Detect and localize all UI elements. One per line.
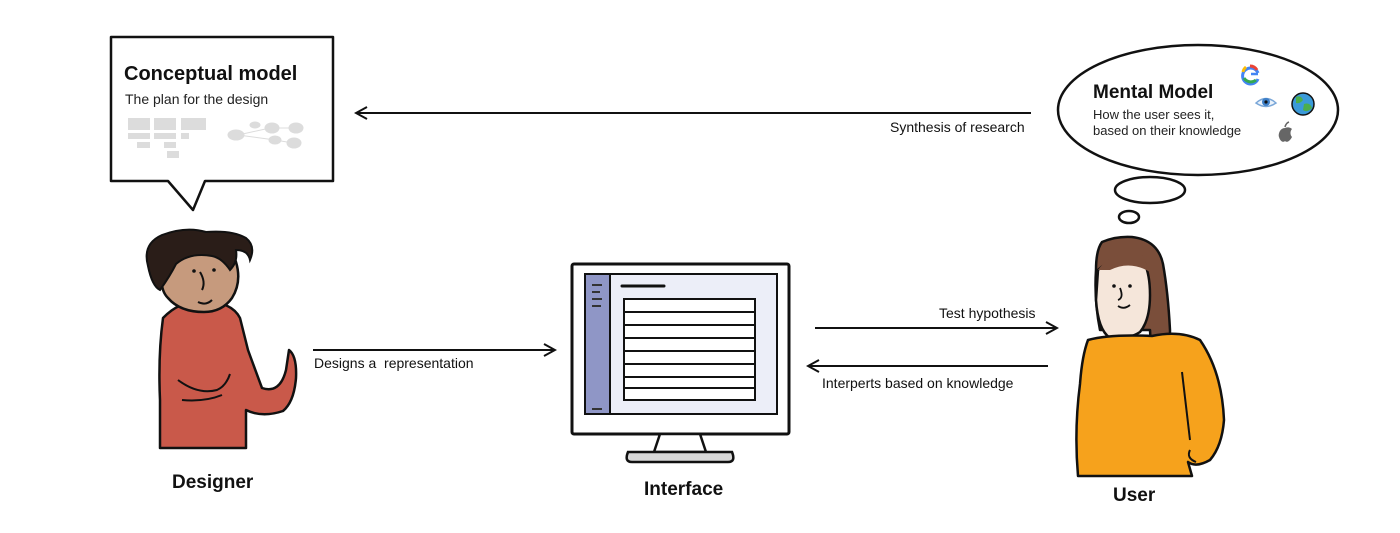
designer-caption: Designer <box>172 472 254 493</box>
mental-model-line-1: How the user sees it, <box>1093 107 1215 122</box>
designer-illustration <box>145 228 298 450</box>
mental-model-line-2: based on their knowledge <box>1093 123 1242 138</box>
network-sketch <box>227 121 304 149</box>
user-caption: User <box>1113 485 1156 506</box>
monitor-content-panel <box>623 298 756 401</box>
conceptual-model-subtitle: The plan for the design <box>125 91 269 107</box>
synthesis-label: Synthesis of research <box>890 119 1025 135</box>
user-illustration <box>1075 235 1226 478</box>
monitor-illustration <box>570 262 791 464</box>
globe-icon <box>1291 92 1315 116</box>
mental-model-bubble <box>1056 43 1340 225</box>
interprets-label: Interperts based on knowledge <box>822 375 1014 391</box>
mental-model-title: Mental Model <box>1093 82 1214 103</box>
interface-caption: Interface <box>644 479 724 500</box>
monitor-sidebar <box>586 275 610 413</box>
test-hypothesis-label: Test hypothesis <box>939 305 1036 321</box>
google-icon <box>1241 64 1260 86</box>
sitemap-sketch <box>128 118 206 158</box>
eye-icon <box>1254 97 1278 108</box>
conceptual-model-bubble <box>109 35 335 212</box>
conceptual-model-title: Conceptual model <box>124 63 298 85</box>
designs-label: Designs a representation <box>314 355 474 371</box>
apple-icon <box>1278 121 1292 142</box>
